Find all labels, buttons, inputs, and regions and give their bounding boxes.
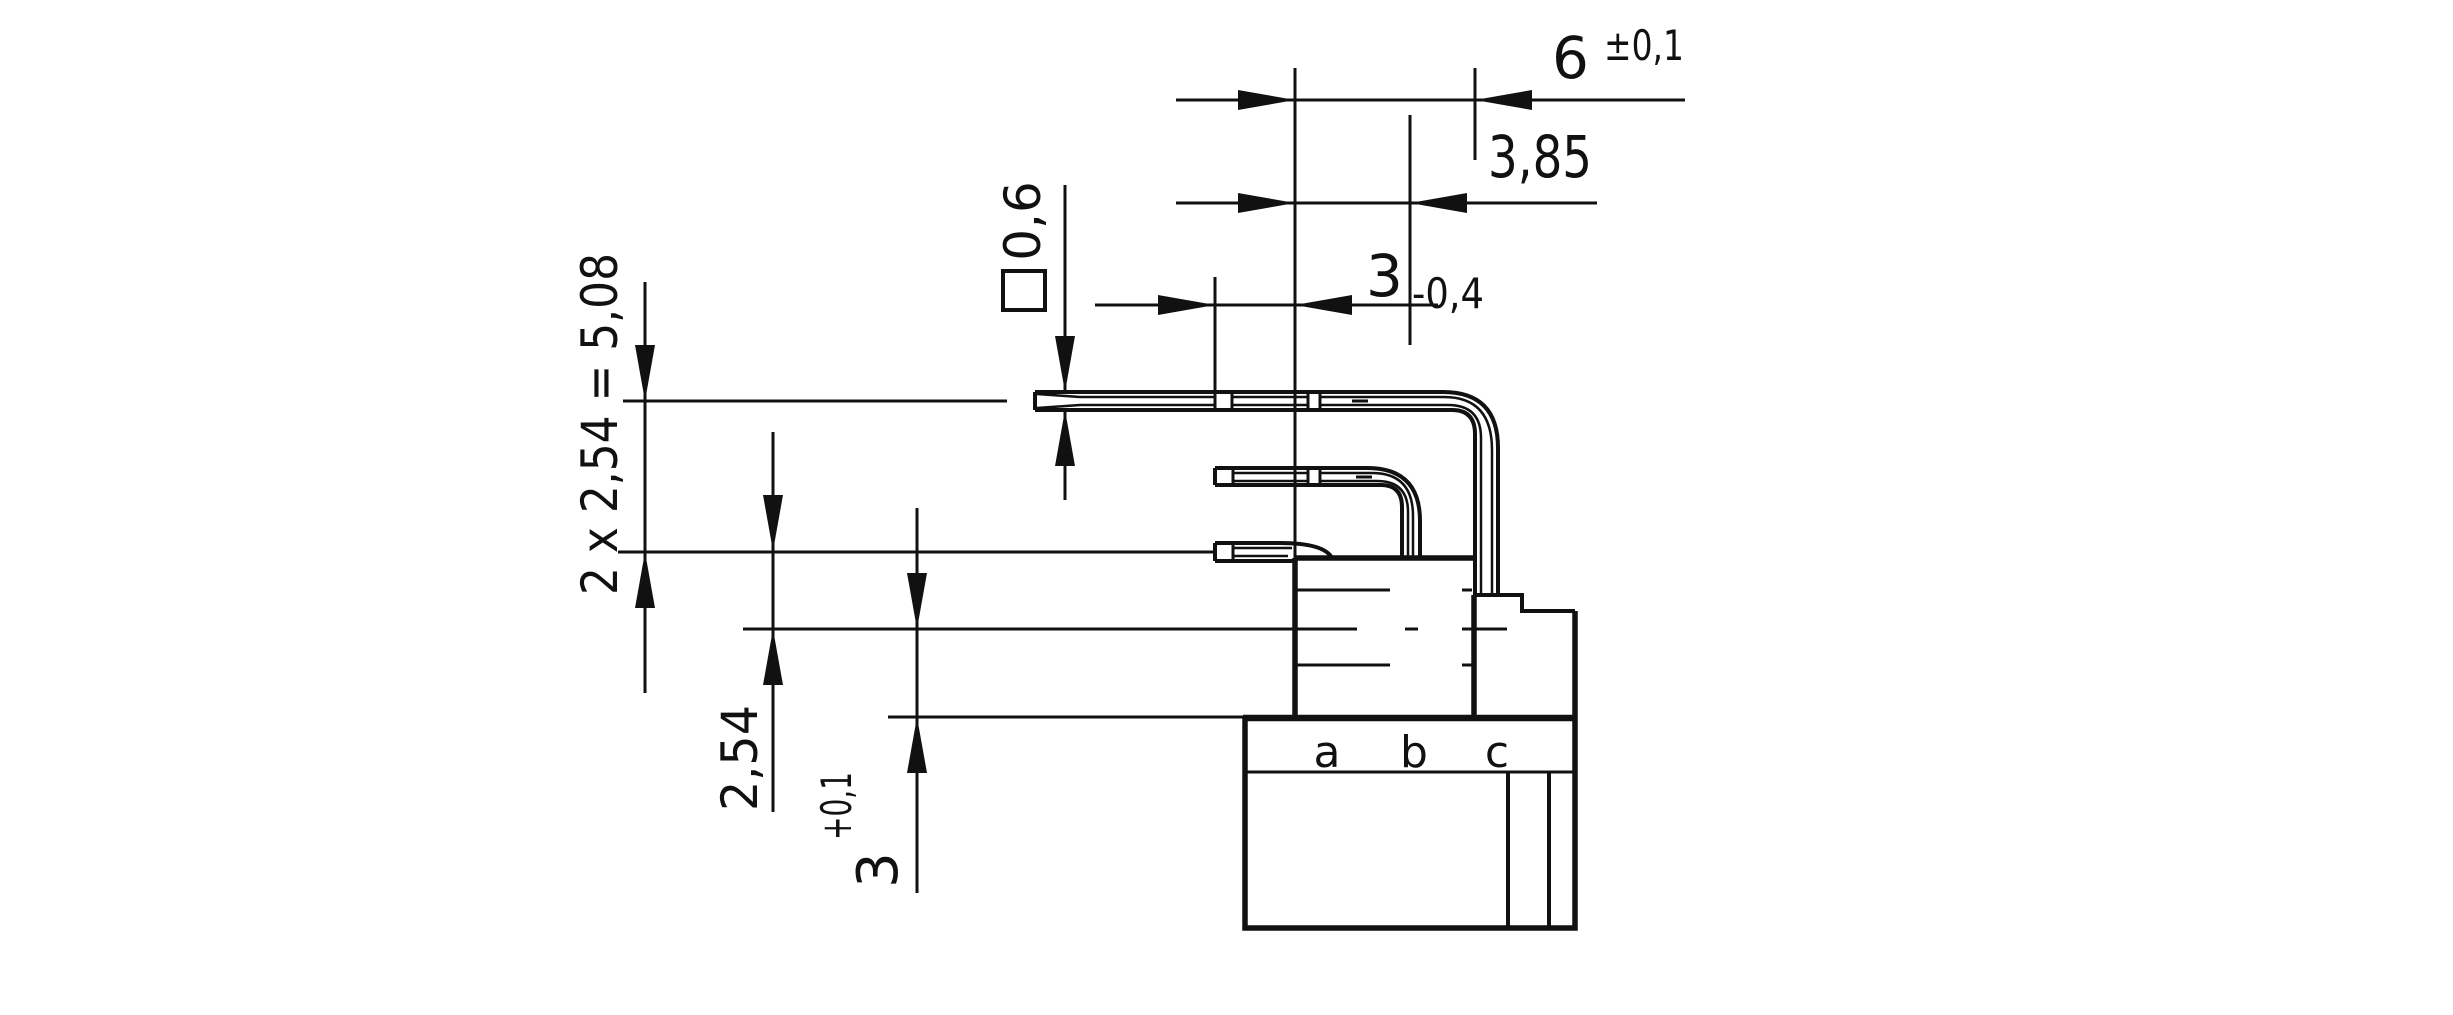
arrowhead-right-icon [1238,90,1295,110]
dimension-tolerance: -0,4 [1412,269,1484,318]
arrowhead-left-icon [1295,295,1352,315]
pin-label-b: b [1400,727,1428,778]
pin-b-inner-edge [1215,483,1404,558]
arrowhead-right-icon [1238,193,1295,213]
pin-c [1213,541,1334,563]
arrowhead-left-icon [1410,193,1467,213]
pin-row-labels: a b c [1314,727,1510,778]
housing-collar-step [1474,593,1575,613]
pin-b [1213,466,1422,558]
arrowhead-down-icon [635,345,655,401]
arrowhead-left-icon [1475,90,1532,110]
housing-upper-block [1292,555,1477,718]
dimension-value: 3 [1366,242,1403,310]
arrowhead-down-icon [907,573,927,629]
arrowhead-up-icon [763,629,783,685]
dimension-pin-cross-section: 0,6 [994,181,1075,500]
dimension-row-pitch-total: 2 x 2,54 = 5,08 [571,253,655,693]
dimension-tolerance: +0,1 [812,772,861,840]
arrowhead-up-icon [635,552,655,608]
pin-a [1033,390,1500,595]
pin-label-c: c [1485,727,1509,778]
pin-b-chamfer-lines [1233,471,1415,558]
pin-a-inner-edge [1035,408,1477,595]
pin-a-outer-edge [1035,390,1500,595]
dimension-tolerance: ±0,1 [1604,21,1684,70]
dimension-value: 3 [846,852,911,888]
dimension-value: 2 x 2,54 = 5,08 [571,253,629,595]
pin-a-section-ticks [1230,392,1322,410]
dimension-row-pitch: 2,54 [711,432,783,812]
dimension-leg-tail: 3 -0,4 [1095,242,1484,318]
arrowhead-right-icon [1158,295,1215,315]
pin-label-a: a [1314,727,1341,778]
pin-b-section-ticks [1231,468,1322,485]
dimension-leg-b-offset: 3,85 [1176,123,1597,213]
dimension-seating-height: 3 +0,1 [812,508,927,893]
arrowhead-up-icon [1055,410,1075,466]
housing [1242,555,1578,931]
housing-right-slots [1506,772,1551,928]
arrowhead-up-icon [907,717,927,773]
housing-outline [1242,611,1578,931]
pin-a-chamfer-lines [1036,392,1494,593]
dimension-top-width: 6 ±0,1 [1176,21,1685,110]
arrowhead-down-icon [1055,336,1075,392]
pin-b-outer-edge [1215,466,1422,558]
arrowhead-down-icon [763,495,783,551]
dimension-value: 6 [1552,24,1589,92]
square-symbol-icon [1001,269,1047,312]
dimension-value: 0,6 [994,181,1052,261]
pin-c-outer-edge [1215,541,1334,560]
dimension-value: 3,85 [1488,123,1592,191]
dimension-value: 2,54 [711,705,769,811]
pin-c-chamfer-lines [1233,546,1292,558]
housing-interior-lines [1296,588,1472,667]
